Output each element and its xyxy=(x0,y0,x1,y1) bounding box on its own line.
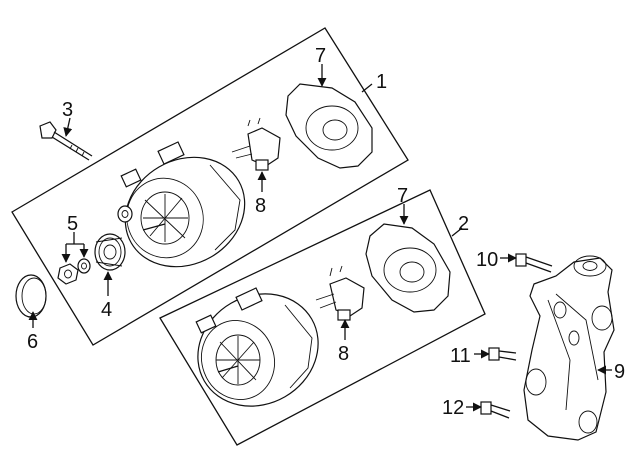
upper-alternator-body xyxy=(120,141,246,268)
callout-12: 12 xyxy=(442,397,464,419)
callout-7-upper: 7 xyxy=(315,45,326,67)
bracket-9 xyxy=(523,255,615,441)
bolt-12 xyxy=(480,401,511,419)
lower-alternator-body xyxy=(195,287,319,407)
upper-washer xyxy=(117,205,133,223)
bolt-11 xyxy=(488,347,517,361)
nut-5 xyxy=(57,258,91,285)
bolt-10 xyxy=(515,253,553,273)
callout-1: 1 xyxy=(376,71,387,93)
cap-6 xyxy=(15,274,47,318)
callout-11: 11 xyxy=(450,345,471,367)
bolt-3 xyxy=(39,121,93,161)
callout-4: 4 xyxy=(101,299,112,321)
lower-rear-cover xyxy=(365,223,451,313)
callout-10: 10 xyxy=(476,249,498,271)
upper-assembly-frame xyxy=(11,27,409,346)
callout-8-lower: 8 xyxy=(338,343,349,365)
callout-2: 2 xyxy=(458,213,469,235)
upper-voltage-regulator xyxy=(231,117,281,171)
lower-assembly-frame xyxy=(159,189,486,446)
callout-5: 5 xyxy=(67,213,78,235)
pulley-4 xyxy=(94,233,126,271)
upper-rear-cover xyxy=(285,83,373,169)
lower-voltage-regulator xyxy=(315,265,365,321)
callout-3: 3 xyxy=(62,99,73,121)
callout-9: 9 xyxy=(614,361,625,383)
callout-6: 6 xyxy=(27,331,38,353)
callout-8-upper: 8 xyxy=(255,195,266,217)
callout-7-lower: 7 xyxy=(397,185,408,207)
leader-lines xyxy=(28,64,612,412)
